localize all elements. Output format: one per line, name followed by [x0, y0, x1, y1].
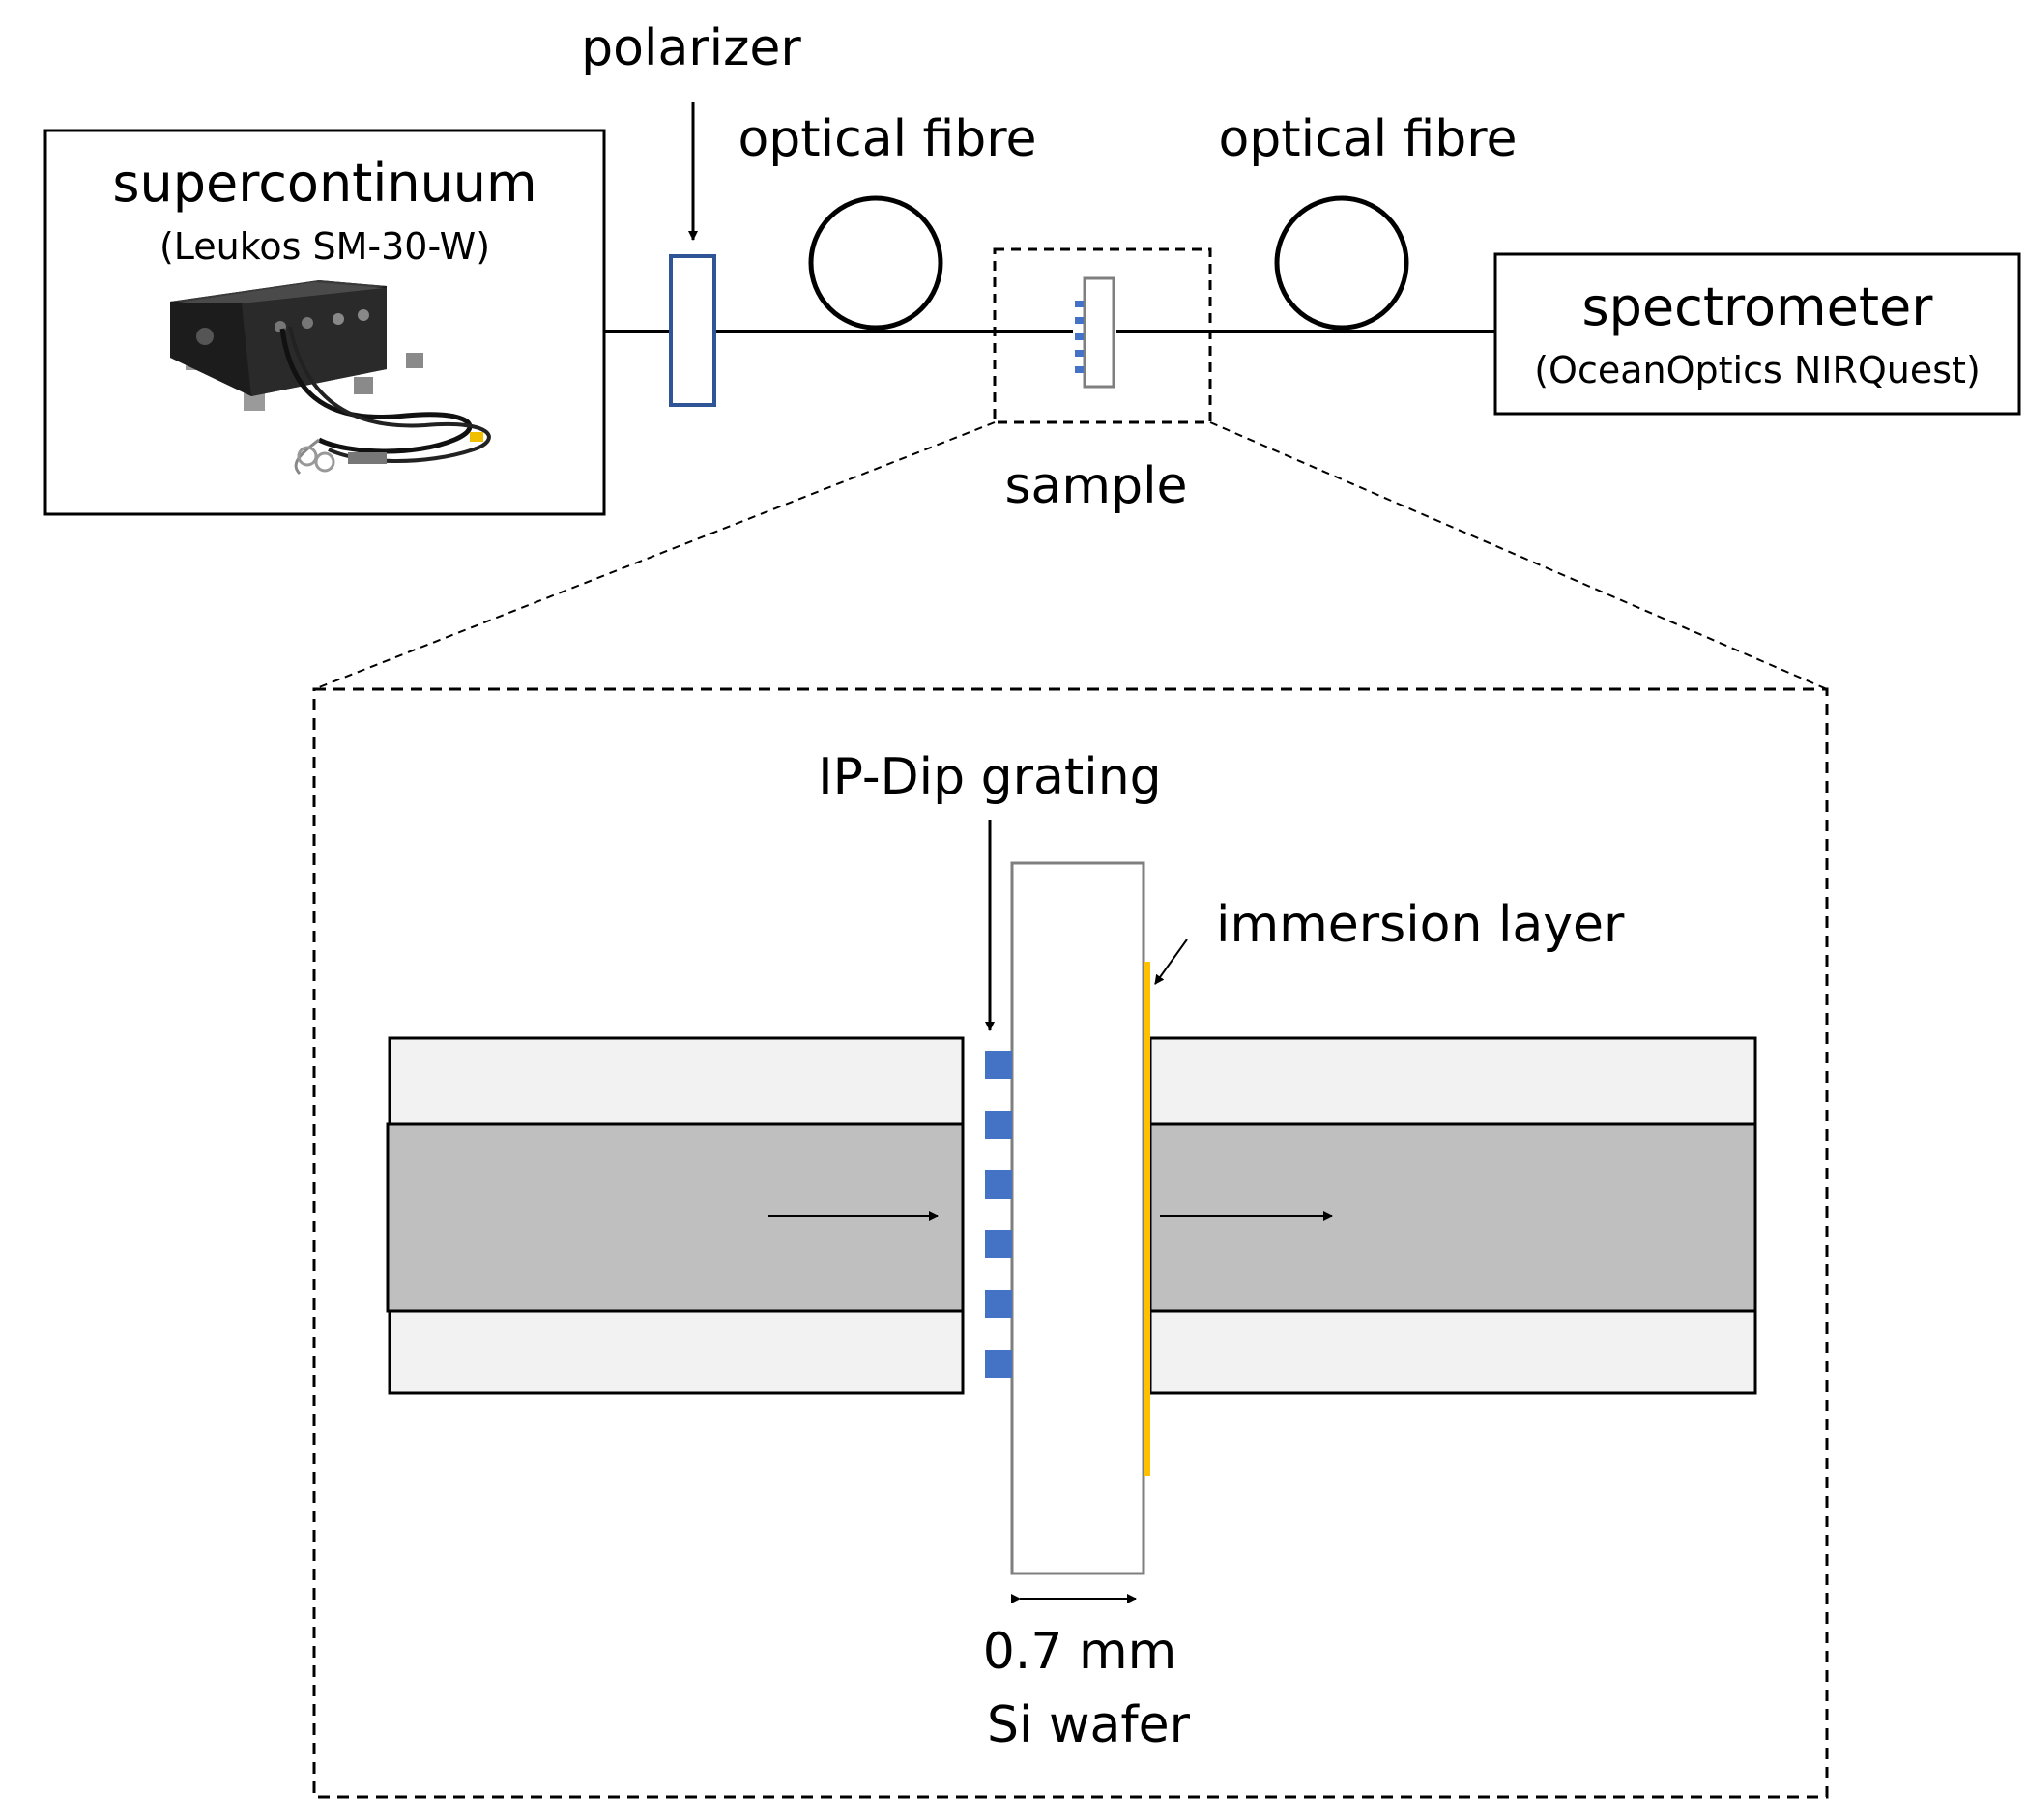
optical-fibre-1: optical fibre — [738, 110, 1037, 331]
right-fibre-core — [1148, 1122, 1757, 1313]
laser-unit-image — [170, 280, 491, 476]
left-fibre-core — [386, 1122, 965, 1313]
polarizer-label: polarizer — [581, 19, 801, 77]
grating-tooth — [985, 1170, 1012, 1199]
immersion-layer — [1144, 962, 1150, 1476]
immersion-label: immersion layer — [1216, 896, 1625, 954]
fibre-2-coil — [1274, 195, 1409, 331]
spectrometer-box — [1493, 252, 2021, 416]
grating-tooth — [985, 1111, 1012, 1139]
spectrometer-title: spectrometer — [1582, 276, 1934, 337]
inset-frame — [312, 687, 1829, 1799]
sample-inset: IP-Dip grating immersion layer 0.7 mm Si… — [312, 687, 1829, 1799]
grating-tooth — [985, 1051, 1012, 1079]
fibre-2-label: optical fibre — [1218, 110, 1517, 168]
si-wafer — [1010, 861, 1145, 1575]
source-title: supercontinuum — [112, 153, 536, 214]
fibre-1-coil — [808, 195, 943, 331]
zoom-line-right — [1209, 421, 1828, 690]
polarizer: polarizer — [581, 19, 801, 407]
optical-fibre-2: optical fibre — [1218, 110, 1518, 331]
source-model: (Leukos SM-30-W) — [159, 225, 490, 268]
fibre-1-label: optical fibre — [738, 110, 1036, 168]
spectrometer: spectrometer (OceanOptics NIRQuest) — [1493, 252, 2021, 416]
sample: sample — [993, 247, 1212, 515]
thickness-label: 0.7 mm — [983, 1623, 1177, 1681]
grating-tooth — [985, 1290, 1012, 1318]
polarizer-element — [669, 254, 716, 407]
grating-tooth — [985, 1230, 1012, 1258]
sample-zoom-box — [993, 247, 1212, 424]
zoom-line-left — [313, 421, 996, 690]
ip-dip-grating — [985, 1051, 1012, 1378]
immersion-pointer — [1154, 939, 1188, 985]
wafer-label: Si wafer — [987, 1696, 1191, 1754]
grating-tooth — [985, 1350, 1012, 1378]
grating-label: IP-Dip grating — [818, 748, 1161, 806]
supercontinuum-source: supercontinuum (Leukos SM-30-W) — [43, 129, 606, 516]
sample-label: sample — [1004, 457, 1187, 515]
sample-wafer-mini — [1083, 276, 1115, 389]
spectrometer-model: (OceanOptics NIRQuest) — [1534, 349, 1981, 391]
